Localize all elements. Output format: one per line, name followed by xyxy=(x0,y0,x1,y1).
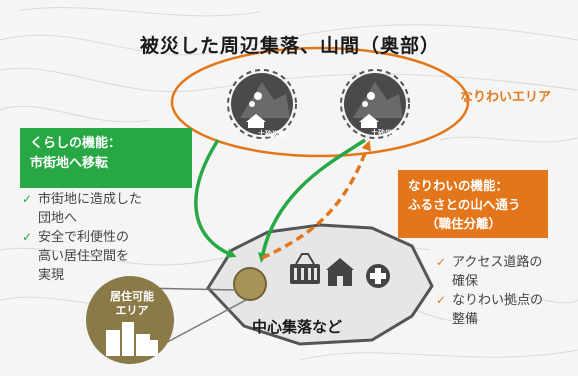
kurashi-line-1: くらしの機能： xyxy=(30,136,122,151)
hazard-label-2: 土砂災害 xyxy=(371,129,399,137)
nariwai-line-1: なりわいの機能： xyxy=(408,178,509,193)
diagram-title: 被災した周辺集落、山間（奥部） xyxy=(140,35,441,57)
topographic-lines xyxy=(0,7,578,361)
kurashi-bullet-list: ✓ 市街地に造成した 団地へ ✓ 安全で利便性の 高い居住空間を 実現 xyxy=(22,190,142,285)
check-icon: ✓ xyxy=(22,230,33,244)
check-icon: ✓ xyxy=(436,255,447,269)
list-item: ✓ 市街地に造成した 団地へ xyxy=(22,192,143,226)
landslide-hazard-icon-2 xyxy=(340,69,410,139)
list-item: ✓ アクセス道路の 確保 xyxy=(436,255,543,289)
hazard-label-1: 土砂災害 xyxy=(258,130,286,138)
nariwai-line-2: ふるさとの山へ通う xyxy=(408,197,521,212)
habitable-spot xyxy=(233,267,267,301)
landslide-hazard-icon-1 xyxy=(227,69,297,139)
nariwai-bullet-list: ✓ アクセス道路の 確保 ✓ なりわい拠点の 整備 xyxy=(436,253,543,329)
kurashi-function-box: くらしの機能： 市街地へ移転 xyxy=(20,128,192,188)
green-arrow-2 xyxy=(258,138,366,263)
kurashi-line-2: 市街地へ移転 xyxy=(30,156,109,171)
school-building-icon xyxy=(326,258,354,286)
buildings-icon xyxy=(106,322,158,356)
list-item: ✓ 安全で利便性の 高い居住空間を 実現 xyxy=(22,230,130,283)
center-settlement-label: 中心集落など xyxy=(252,318,343,336)
nariwai-area-label: なりわいエリア xyxy=(460,90,552,105)
shopping-basket-icon xyxy=(290,253,320,284)
orange-dashed-arrow xyxy=(261,140,372,260)
nariwai-function-box: なりわいの機能： ふるさとの山へ通う （職住分離） xyxy=(398,170,548,238)
check-icon: ✓ xyxy=(22,192,33,206)
check-icon: ✓ xyxy=(436,293,447,307)
nariwai-ellipse xyxy=(170,46,470,158)
list-item: ✓ なりわい拠点の 整備 xyxy=(436,293,544,327)
nariwai-line-3: （職住分離） xyxy=(426,216,502,231)
habitable-area-label: 居住可能 エリア xyxy=(110,290,154,317)
green-arrow-1 xyxy=(194,139,237,258)
hospital-icon xyxy=(366,264,390,288)
